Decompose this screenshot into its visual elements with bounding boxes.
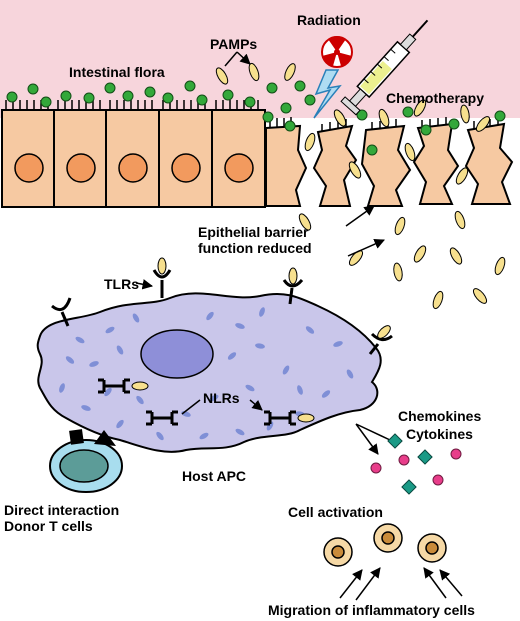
migration-label: Migration of inflammatory cells: [268, 602, 475, 618]
microvilli: [5, 100, 259, 110]
nlr-bound-pamps: [131, 381, 315, 423]
apc-granules: [59, 307, 354, 441]
epithelial-nuclei: [14, 153, 254, 183]
direct-interaction-label: Direct interaction: [4, 502, 120, 518]
tlrs-label: TLRs: [104, 276, 139, 292]
intestinal-flora-bacteria: [6, 80, 506, 156]
host-apc-label: Host APC: [182, 468, 247, 484]
barrier-arrows: [345, 205, 385, 257]
nlrs-label: NLRs: [203, 390, 240, 406]
donor-t-cell: [49, 429, 123, 493]
donor-t-cells-label: Donor T cells: [4, 518, 93, 534]
migration-arrows: [339, 567, 463, 601]
intestinal-flora-label: Intestinal flora: [69, 64, 165, 80]
cytokines: [370, 448, 462, 486]
tlr-receptors: [51, 269, 393, 355]
pamps-arrows: [224, 51, 250, 66]
chemokines-label: Chemokines: [398, 408, 482, 424]
nlrs-arrows: [181, 400, 262, 414]
damaged-epithelium: [265, 122, 514, 207]
cytokines-label: Cytokines: [406, 426, 473, 442]
barrier-label-line2: function reduced: [198, 240, 312, 256]
cytokine-release-arrows: [355, 423, 391, 454]
barrier-label-line1: Epithelial barrier: [198, 224, 309, 240]
chemotherapy-label: Chemotherapy: [386, 90, 485, 106]
syringe-icon: [340, 19, 429, 116]
cell-activation-label: Cell activation: [288, 504, 383, 520]
inflammatory-cells: [323, 523, 447, 567]
pamps-label: PAMPs: [210, 36, 258, 52]
radiation-label: Radiation: [297, 12, 361, 28]
radiation-hazard-icon: [321, 36, 353, 68]
chemokines: [387, 433, 433, 495]
lightning-icon: [313, 69, 342, 119]
tlrs-pointer: [135, 279, 154, 290]
tlr-bound-pamps: [157, 257, 391, 339]
apc-nucleus: [140, 329, 214, 379]
